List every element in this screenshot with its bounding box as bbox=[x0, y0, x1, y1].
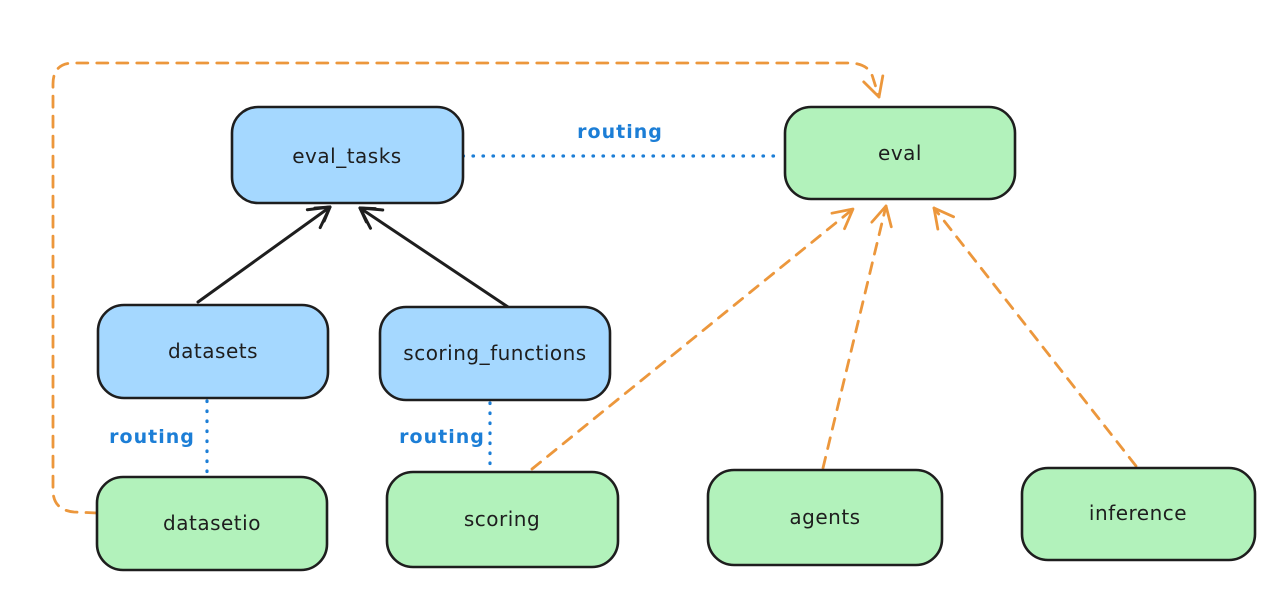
node-eval-label: eval bbox=[878, 141, 922, 165]
node-eval-tasks-box bbox=[230, 105, 465, 205]
edge-datasetio-to-eval-loop bbox=[51, 61, 885, 515]
node-scoring-box bbox=[385, 470, 620, 569]
node-inference-label: inference bbox=[1089, 501, 1187, 525]
routing-label-datasets-datasetio: routing bbox=[109, 426, 195, 448]
node-agents-box bbox=[706, 468, 944, 567]
routing-label-scoring-functions-scoring: routing bbox=[399, 426, 485, 448]
edge-agents-to-eval bbox=[821, 204, 893, 470]
node-eval-tasks-label: eval_tasks bbox=[292, 144, 401, 168]
node-scoring-label: scoring bbox=[464, 507, 540, 531]
node-scoring-functions-box bbox=[378, 305, 612, 402]
node-datasets: datasets bbox=[96, 303, 330, 400]
node-datasets-label: datasets bbox=[168, 339, 258, 363]
edge-scoring-to-eval bbox=[530, 207, 855, 471]
node-datasetio-box bbox=[95, 475, 329, 572]
node-eval: eval bbox=[783, 105, 1017, 201]
node-scoring-functions: scoring_functions bbox=[378, 305, 612, 402]
node-datasetio: datasetio bbox=[95, 475, 329, 572]
node-inference: inference bbox=[1020, 466, 1257, 562]
node-eval-box bbox=[783, 105, 1017, 201]
node-agents-label: agents bbox=[789, 505, 860, 529]
node-eval-tasks: eval_tasks bbox=[230, 105, 465, 205]
node-datasets-box bbox=[96, 303, 330, 400]
edge-inference-to-eval bbox=[932, 206, 1138, 468]
node-agents: agents bbox=[706, 468, 944, 567]
node-inference-box bbox=[1020, 466, 1257, 562]
routing-label-eval-tasks-eval: routing bbox=[577, 121, 663, 143]
node-scoring: scoring bbox=[385, 470, 620, 569]
edge-scoring-functions-to-eval-tasks bbox=[358, 206, 510, 309]
edge-datasets-to-eval-tasks bbox=[196, 205, 332, 304]
node-datasetio-label: datasetio bbox=[163, 511, 261, 535]
node-scoring-functions-label: scoring_functions bbox=[403, 341, 586, 365]
